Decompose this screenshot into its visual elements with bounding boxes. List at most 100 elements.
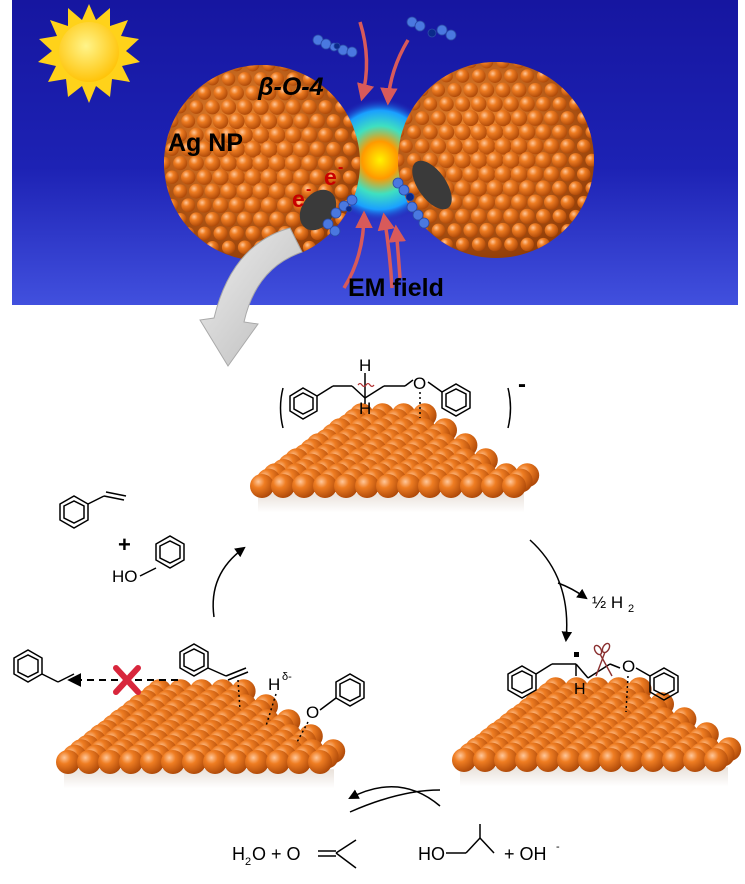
silver-atom — [302, 127, 318, 143]
silver-atom — [569, 125, 583, 139]
silver-atom — [495, 194, 511, 210]
water-sub: 2 — [245, 856, 251, 868]
electron-label-1: e — [324, 164, 337, 190]
hydroxide-label: + OH — [504, 844, 547, 864]
silver-atom — [98, 750, 122, 774]
bond — [428, 382, 442, 392]
silver-atom — [237, 99, 252, 114]
silver-atom — [439, 474, 463, 498]
silver-atom — [261, 169, 278, 186]
silver-atom — [238, 72, 252, 86]
silver-atom — [487, 180, 504, 197]
silver-atom — [463, 194, 479, 210]
bond — [405, 380, 413, 386]
silver-atom — [415, 139, 430, 154]
bracket-right — [508, 388, 511, 428]
silver-atom — [181, 198, 195, 212]
silver-atom — [560, 139, 575, 154]
bond — [106, 492, 126, 496]
silver-atom — [481, 474, 505, 498]
bond — [466, 838, 480, 853]
silver-atom — [455, 97, 470, 112]
top-o-label: O — [413, 374, 426, 393]
silver-atom — [301, 155, 317, 171]
silver-atom — [463, 110, 479, 126]
silver-atom — [454, 152, 471, 169]
bond — [352, 386, 365, 398]
silver-atom — [479, 223, 494, 238]
silver-atom — [462, 138, 479, 155]
silver-atom — [439, 124, 455, 140]
silver-atom — [552, 153, 567, 168]
silver-atom — [229, 197, 245, 213]
silver-atom — [292, 474, 316, 498]
silver-atom — [245, 197, 261, 213]
water-acetone: O + O — [252, 844, 301, 864]
right-o-label: O — [622, 657, 635, 676]
silver-atom — [552, 125, 567, 140]
bond — [208, 668, 226, 676]
silver-atom — [313, 474, 337, 498]
silver-atom — [519, 180, 535, 196]
silver-atom — [198, 227, 211, 240]
bond — [480, 838, 494, 853]
silver-atom — [504, 69, 518, 83]
electron-label-2: e — [292, 186, 305, 212]
silver-atom — [319, 100, 333, 114]
silver-atom — [397, 474, 421, 498]
bond — [88, 496, 104, 504]
electron-charge-1: - — [338, 159, 343, 176]
silver-atom — [553, 209, 567, 223]
ag-np-label: Ag NP — [168, 129, 243, 157]
silver-atom — [294, 113, 310, 129]
silver-atom — [253, 183, 270, 200]
silver-atom — [205, 100, 220, 115]
silver-atom — [488, 237, 502, 251]
silver-atom — [536, 748, 560, 772]
silver-atom — [452, 748, 476, 772]
silver-atom — [456, 238, 469, 251]
silver-atom — [463, 223, 478, 238]
arrow-up-left — [213, 548, 244, 617]
silver-atom — [229, 226, 244, 241]
silver-atom — [528, 194, 544, 210]
silver-atom — [447, 223, 461, 237]
silver-atom — [502, 474, 526, 498]
banner-panel: β-O-4 Ag NP e - e - EM field — [12, 0, 738, 305]
silver-atom — [407, 125, 421, 139]
bond — [317, 386, 333, 396]
silver-atom — [446, 166, 462, 182]
silver-atom — [704, 748, 728, 772]
silver-atom — [205, 183, 221, 199]
silver-atom — [173, 156, 187, 170]
silver-atom — [119, 750, 143, 774]
silver-atom — [286, 99, 301, 114]
silver-atom — [520, 209, 535, 224]
arrow-bottom-secondary — [350, 790, 440, 812]
right-h-label: H — [574, 681, 586, 698]
silver-atom — [269, 183, 286, 200]
silver-atom — [641, 748, 665, 772]
anion-charge: - — [518, 371, 526, 398]
silver-atom — [578, 748, 602, 772]
bond — [636, 668, 650, 676]
silver-atom — [439, 209, 454, 224]
silver-atom — [222, 241, 235, 254]
silver-atom — [277, 197, 293, 213]
silver-atom — [229, 113, 245, 129]
silver-atom — [189, 212, 203, 226]
silver-atom — [293, 141, 309, 157]
silver-atom — [473, 748, 497, 772]
bond — [320, 698, 336, 710]
silver-atom — [460, 474, 484, 498]
silver-atom — [683, 748, 707, 772]
hydroxide-charge: - — [556, 841, 560, 853]
radical-dot — [574, 652, 579, 657]
isopropanol-ho: HO — [418, 844, 445, 864]
silver-atom — [189, 156, 204, 171]
silver-atom — [455, 124, 471, 140]
silver-atom — [244, 169, 261, 186]
silver-atom — [326, 142, 341, 157]
